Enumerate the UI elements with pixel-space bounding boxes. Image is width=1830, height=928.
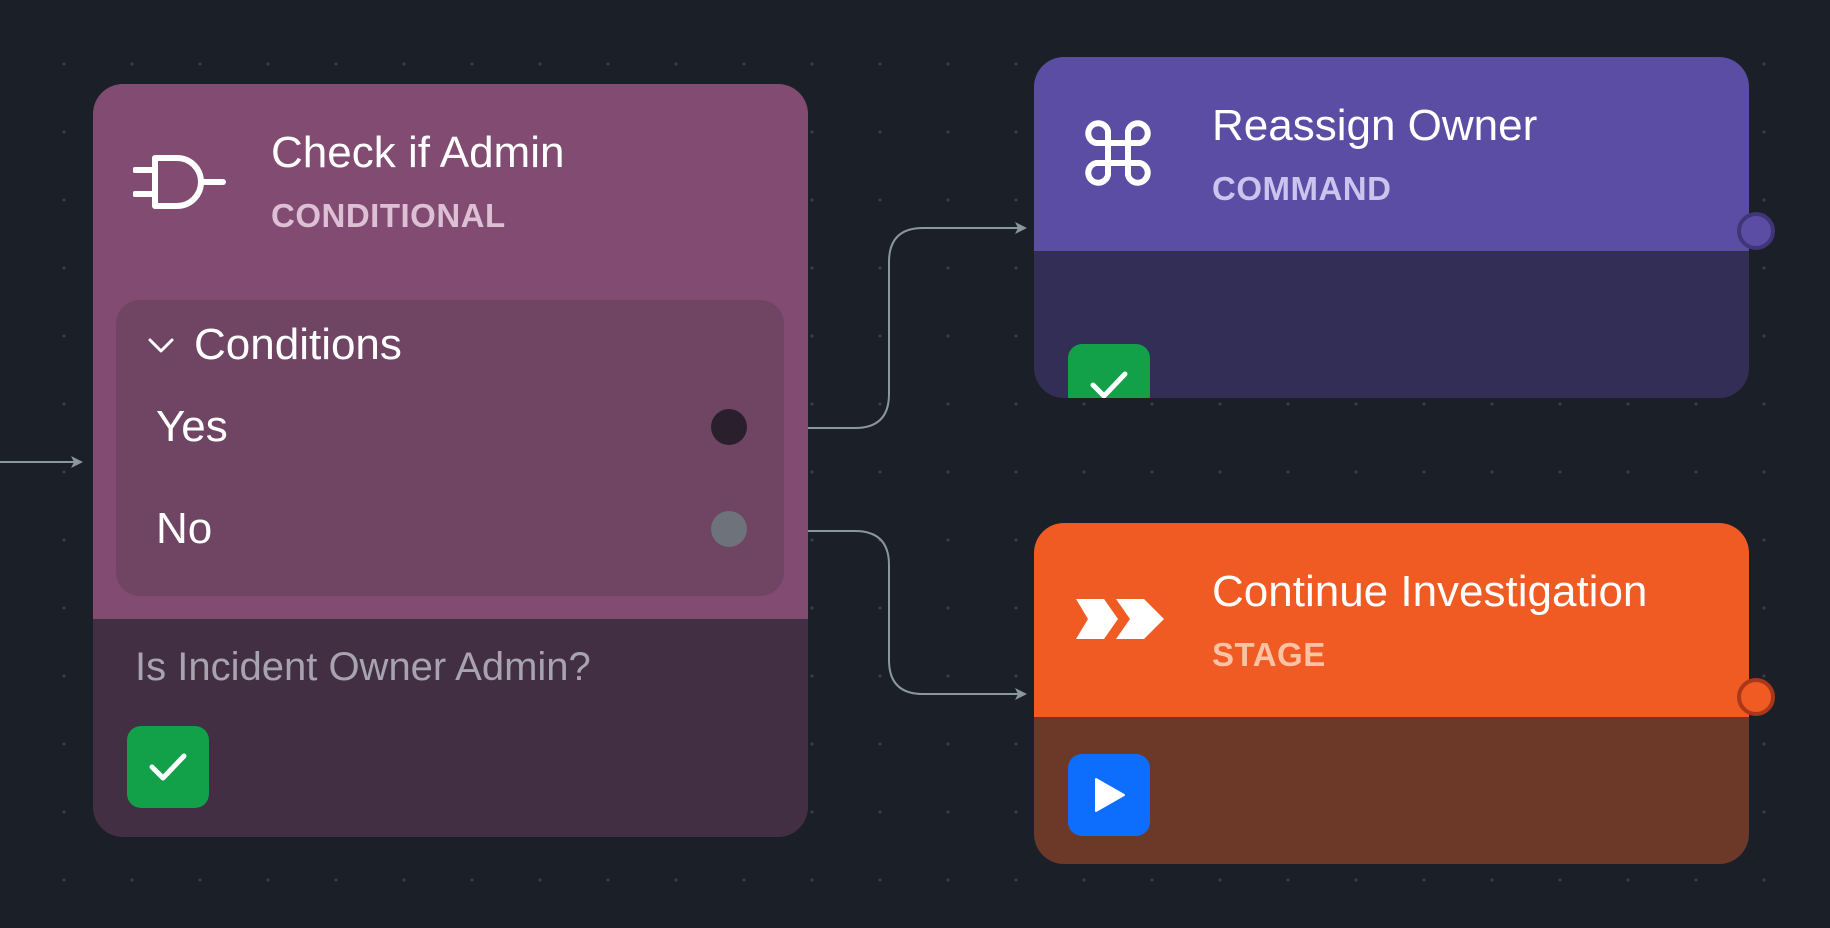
condition-row-no: No bbox=[116, 500, 784, 560]
conditional-node[interactable]: Check if Admin CONDITIONAL Conditions Ye… bbox=[93, 84, 808, 837]
condition-label: Yes bbox=[156, 402, 228, 451]
command-icon bbox=[1082, 117, 1154, 194]
play-icon bbox=[1095, 778, 1125, 812]
node-title: Reassign Owner bbox=[1212, 101, 1538, 150]
status-success-button[interactable] bbox=[127, 726, 209, 808]
stage-node-body bbox=[1034, 717, 1749, 864]
node-title: Check if Admin bbox=[271, 128, 565, 177]
chevrons-icon bbox=[1074, 597, 1166, 646]
stage-node[interactable]: Continue Investigation STAGE bbox=[1034, 523, 1749, 864]
plug-icon bbox=[132, 154, 229, 215]
node-type-label: STAGE bbox=[1212, 636, 1326, 673]
node-title: Continue Investigation bbox=[1212, 567, 1648, 616]
command-node-body bbox=[1034, 251, 1749, 398]
condition-label: No bbox=[156, 504, 213, 553]
stage-node-header[interactable]: Continue Investigation STAGE bbox=[1034, 523, 1749, 717]
run-button[interactable] bbox=[1068, 754, 1150, 836]
command-output-port[interactable] bbox=[1737, 212, 1775, 250]
stage-output-port[interactable] bbox=[1737, 678, 1775, 716]
no-output-port[interactable] bbox=[711, 511, 747, 547]
condition-row-yes: Yes bbox=[116, 398, 784, 458]
check-icon bbox=[149, 753, 187, 781]
conditions-toggle[interactable]: Conditions bbox=[144, 318, 402, 372]
yes-output-port[interactable] bbox=[711, 409, 747, 445]
conditions-title: Conditions bbox=[194, 320, 402, 369]
command-node-header[interactable]: Reassign Owner COMMAND bbox=[1034, 57, 1749, 251]
command-node[interactable]: Reassign Owner COMMAND bbox=[1034, 57, 1749, 398]
conditional-node-body: Is Incident Owner Admin? bbox=[93, 619, 808, 837]
conditions-panel: Conditions Yes No bbox=[116, 300, 784, 596]
conditional-node-header[interactable]: Check if Admin CONDITIONAL Conditions Ye… bbox=[93, 84, 808, 619]
check-icon bbox=[1090, 371, 1128, 398]
chevron-down-icon bbox=[148, 338, 174, 353]
edge-yes-to-reassign-owner[interactable] bbox=[748, 222, 1027, 429]
status-success-button[interactable] bbox=[1068, 344, 1150, 398]
edge-no-to-continue-investigation[interactable] bbox=[748, 530, 1027, 700]
node-type-label: COMMAND bbox=[1212, 170, 1392, 207]
node-type-label: CONDITIONAL bbox=[271, 197, 506, 234]
node-description: Is Incident Owner Admin? bbox=[135, 645, 591, 689]
